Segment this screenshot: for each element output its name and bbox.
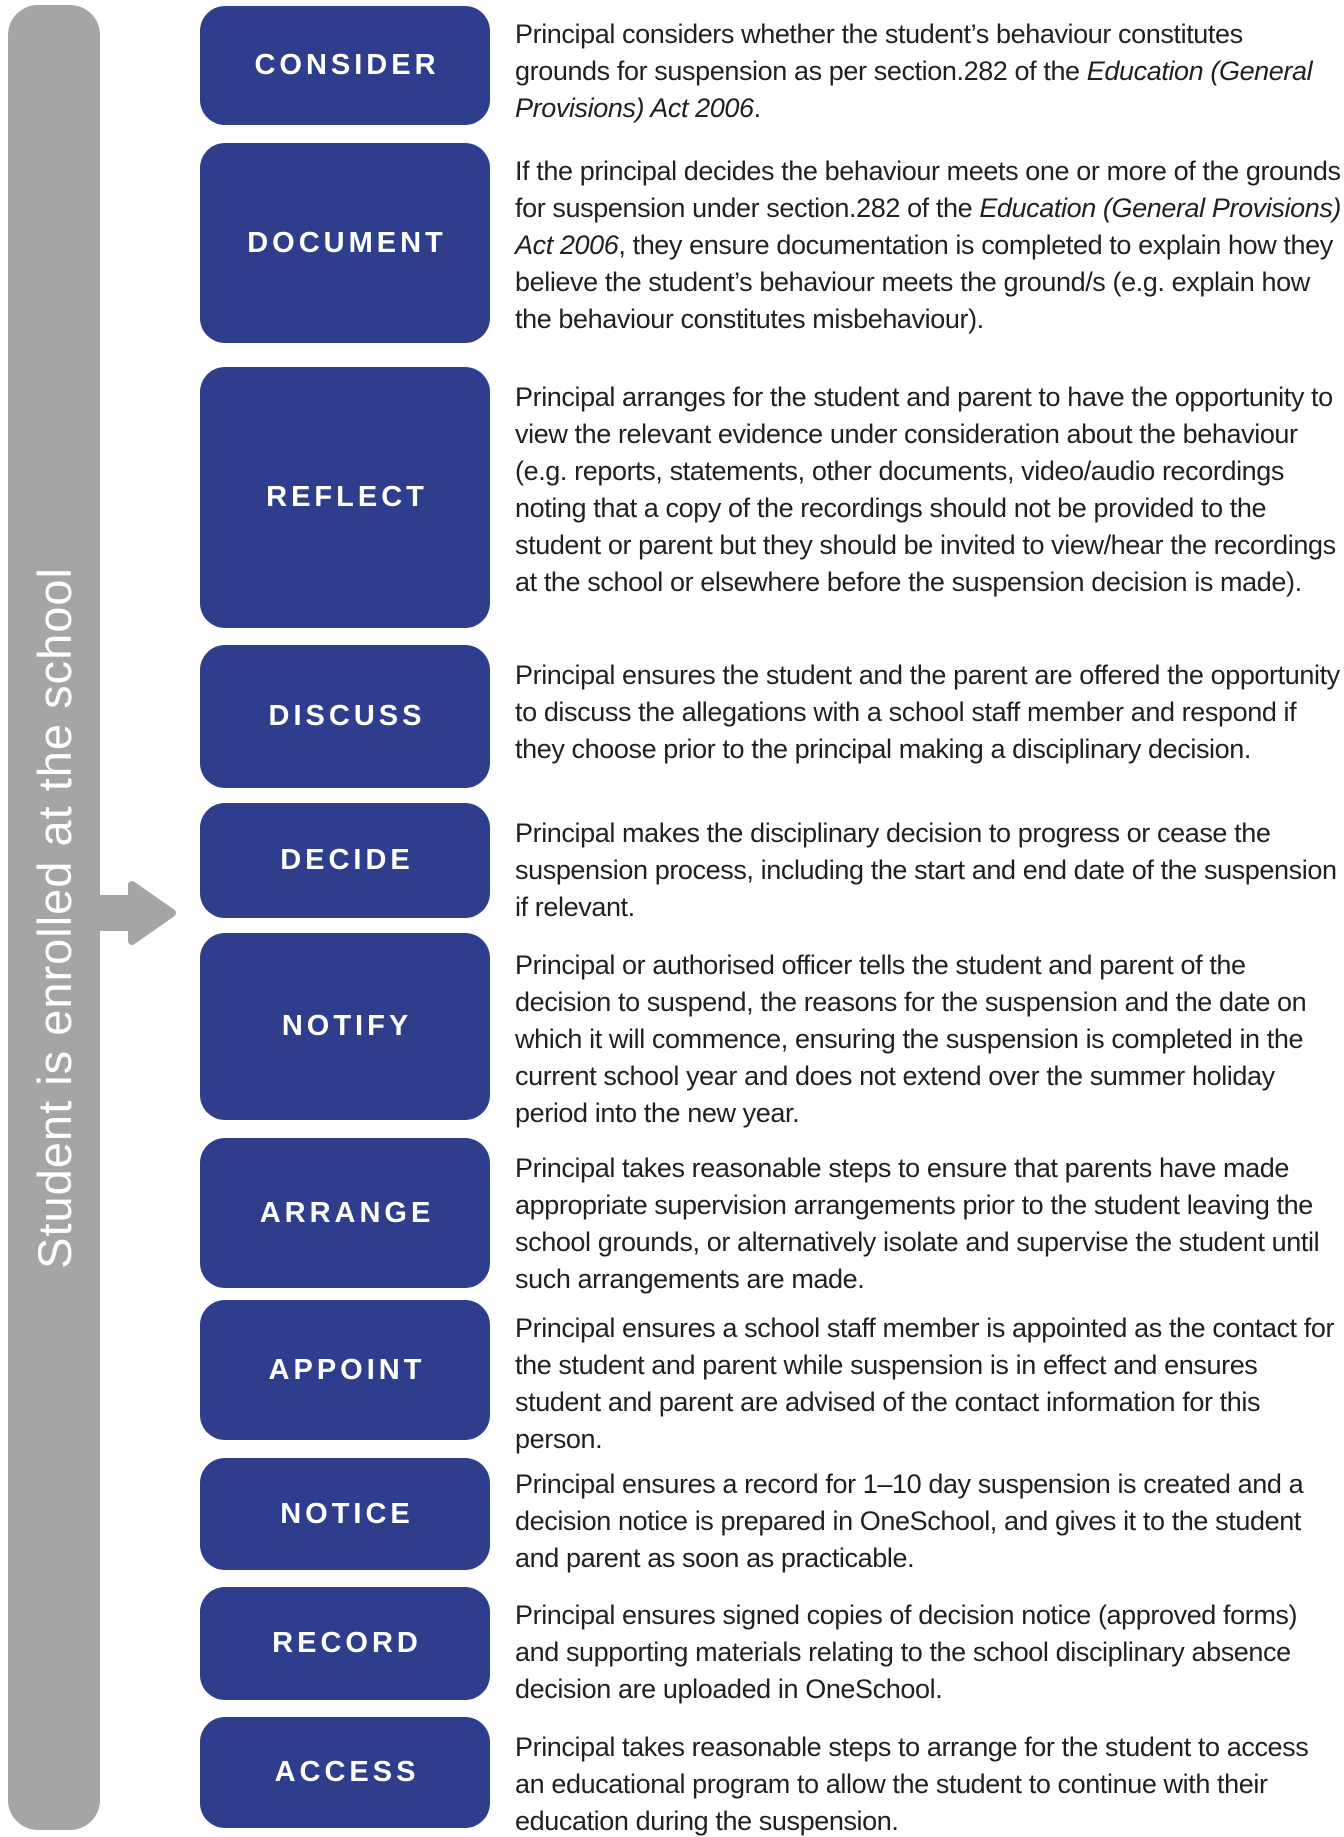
step-label-arrange: ARRANGE — [259, 1196, 435, 1229]
step-desc-notify: Principal or authorised officer tells th… — [515, 947, 1343, 1132]
flow-arrow-icon — [96, 881, 176, 945]
step-label-consider: CONSIDER — [254, 49, 440, 81]
desc-text: Principal considers whether the student’… — [515, 19, 1243, 86]
step-label-record: RECORD — [272, 1627, 422, 1659]
step-box-reflect: REFLECT — [200, 367, 490, 628]
desc-text: Principal arranges for the student and p… — [515, 382, 1336, 597]
step-desc-decide: Principal makes the disciplinary decisio… — [515, 815, 1343, 926]
step-desc-notice: Principal ensures a record for 1–10 day … — [515, 1466, 1343, 1577]
step-desc-access: Principal takes reasonable steps to arra… — [515, 1729, 1343, 1837]
step-label-access: ACCESS — [274, 1756, 420, 1788]
step-label-appoint: APPOINT — [268, 1353, 426, 1386]
desc-text: Principal ensures signed copies of decis… — [515, 1600, 1298, 1704]
step-box-consider: CONSIDER — [200, 6, 490, 125]
step-box-record: RECORD — [200, 1587, 490, 1700]
desc-text: Principal takes reasonable steps to ensu… — [515, 1153, 1320, 1294]
desc-text: Principal takes reasonable steps to arra… — [515, 1732, 1309, 1836]
step-box-appoint: APPOINT — [200, 1300, 490, 1440]
desc-italic: Education (General Provisions) Act 2006 — [515, 56, 1313, 123]
desc-text: Principal ensures the student and the pa… — [515, 660, 1340, 764]
enrolment-bar-label: Student is enrolled at the school — [27, 566, 81, 1269]
desc-italic: Education (General Provisions) Act 2006 — [515, 193, 1342, 260]
step-desc-consider: Principal considers whether the student’… — [515, 16, 1343, 127]
desc-text-after: , they ensure documentation is completed… — [515, 230, 1333, 334]
desc-text-after: . — [753, 93, 762, 123]
desc-text: Principal ensures a record for 1–10 day … — [515, 1469, 1304, 1573]
step-box-discuss: DISCUSS — [200, 645, 490, 788]
step-box-access: ACCESS — [200, 1717, 490, 1828]
step-desc-record: Principal ensures signed copies of decis… — [515, 1597, 1343, 1708]
step-label-decide: DECIDE — [280, 844, 414, 876]
enrolment-bar: Student is enrolled at the school — [8, 5, 100, 1830]
desc-text: Principal or authorised officer tells th… — [515, 950, 1307, 1128]
step-desc-discuss: Principal ensures the student and the pa… — [515, 657, 1343, 768]
desc-text: If the principal decides the behaviour m… — [515, 156, 1341, 223]
step-desc-arrange: Principal takes reasonable steps to ensu… — [515, 1150, 1343, 1298]
step-desc-reflect: Principal arranges for the student and p… — [515, 379, 1343, 601]
step-box-arrange: ARRANGE — [200, 1138, 490, 1288]
step-label-reflect: REFLECT — [266, 481, 428, 513]
step-desc-appoint: Principal ensures a school staff member … — [515, 1310, 1343, 1458]
step-desc-document: If the principal decides the behaviour m… — [515, 153, 1343, 338]
step-label-notify: NOTIFY — [281, 1010, 413, 1042]
step-label-discuss: DISCUSS — [268, 700, 426, 732]
step-label-document: DOCUMENT — [247, 226, 447, 259]
step-box-document: DOCUMENT — [200, 143, 490, 343]
step-box-notify: NOTIFY — [200, 933, 490, 1120]
step-box-notice: NOTICE — [200, 1458, 490, 1570]
step-label-notice: NOTICE — [280, 1497, 414, 1530]
step-box-decide: DECIDE — [200, 803, 490, 918]
desc-text: Principal makes the disciplinary decisio… — [515, 818, 1337, 922]
desc-text: Principal ensures a school staff member … — [515, 1313, 1335, 1454]
